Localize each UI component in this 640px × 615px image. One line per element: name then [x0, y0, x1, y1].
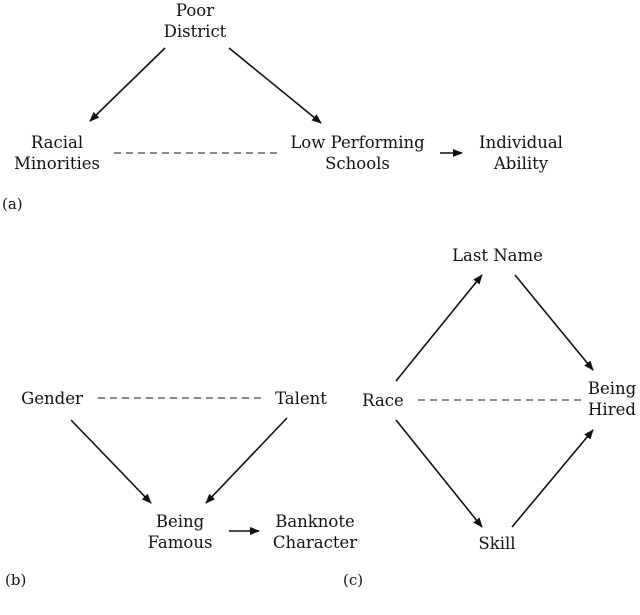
edge-gender-to-being-famous	[70, 419, 152, 504]
node-skill-line1: Skill	[478, 534, 516, 553]
node-individual-ability-line2: Ability	[493, 154, 549, 173]
node-banknote-character-line1: Banknote	[275, 512, 355, 531]
edge-race-to-last-name	[395, 274, 483, 382]
node-gender: Gender	[8, 388, 96, 409]
edge-skill-to-being-hired	[511, 429, 594, 528]
node-race: Race	[356, 390, 410, 411]
node-banknote-character-line2: Character	[272, 533, 358, 552]
node-race-line1: Race	[362, 391, 404, 410]
node-individual-ability: Individual Ability	[466, 132, 576, 174]
edge-talent-to-being-famous	[205, 417, 288, 504]
panel-label-a: (a)	[2, 195, 23, 213]
node-individual-ability-line1: Individual	[479, 133, 563, 152]
node-last-name-line1: Last Name	[452, 246, 543, 265]
node-skill: Skill	[470, 533, 524, 554]
node-racial-minorities-line1: Racial	[30, 133, 84, 152]
edge-last-name-to-being-hired	[514, 274, 594, 371]
node-poor-district-line2: District	[163, 22, 227, 41]
node-talent-line1: Talent	[275, 389, 327, 408]
node-being-hired-line2: Hired	[588, 400, 636, 419]
node-racial-minorities: Racial Minorities	[0, 132, 114, 174]
node-being-hired: Being Hired	[584, 378, 640, 420]
node-being-famous-line1: Being	[155, 512, 205, 531]
node-being-famous: Being Famous	[138, 511, 222, 553]
node-banknote-character: Banknote Character	[262, 511, 368, 553]
node-talent: Talent	[265, 388, 337, 409]
node-being-famous-line2: Famous	[147, 533, 213, 552]
edge-poor-district-to-racial-minorities	[89, 47, 166, 122]
node-gender-line1: Gender	[21, 389, 83, 408]
node-racial-minorities-line2: Minorities	[13, 154, 101, 173]
panel-label-c: (c)	[343, 571, 364, 589]
edge-race-to-skill	[395, 419, 483, 528]
node-being-hired-line1: Being	[587, 379, 637, 398]
node-low-performing-schools: Low Performing Schools	[280, 132, 435, 174]
node-low-performing-schools-line2: Schools	[325, 154, 390, 173]
node-last-name: Last Name	[440, 245, 555, 266]
node-poor-district: Poor District	[150, 0, 240, 42]
node-poor-district-line1: Poor	[175, 1, 215, 20]
edge-poor-district-to-low-performing-schools	[228, 47, 322, 124]
node-low-performing-schools-line1: Low Performing	[290, 133, 425, 152]
panel-label-b: (b)	[5, 571, 27, 589]
